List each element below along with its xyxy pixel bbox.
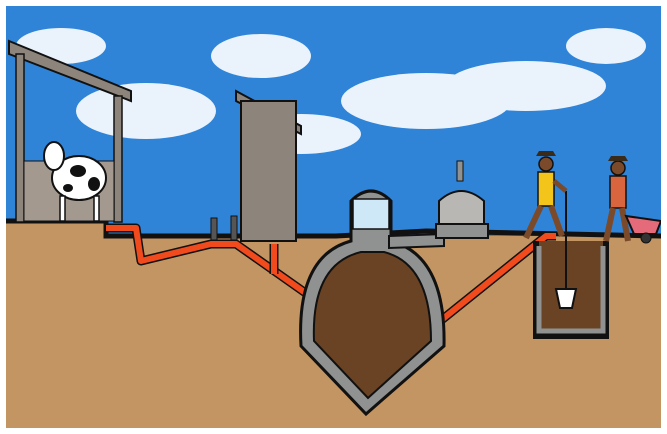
- biogas-illustration: [6, 6, 661, 428]
- cow: [43, 141, 107, 222]
- gas-holder: [435, 160, 489, 239]
- clouds: [16, 28, 646, 154]
- bucket: [554, 288, 578, 309]
- wheelbarrow: [624, 214, 661, 235]
- person-with-bucket: [523, 151, 568, 240]
- slurry-pit: [533, 191, 609, 339]
- digester-dome: [299, 189, 446, 417]
- person-with-wheelbarrow: [603, 156, 661, 244]
- latrine-hut: [210, 89, 302, 245]
- outlet-pipe: [431, 231, 556, 330]
- inlet-pipe: [106, 223, 327, 310]
- biogas-scene: [6, 6, 661, 428]
